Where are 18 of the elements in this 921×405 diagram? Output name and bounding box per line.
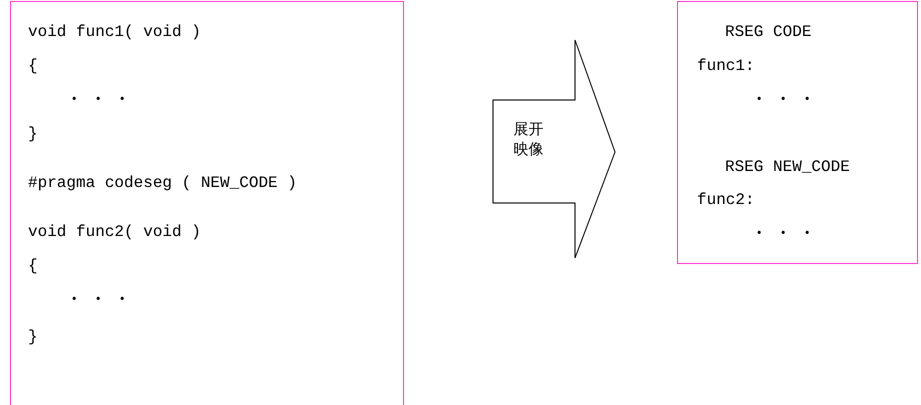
code-line: RSEG CODE	[725, 22, 812, 42]
code-line: {	[28, 56, 38, 76]
code-line: #pragma codeseg ( NEW_CODE )	[28, 173, 297, 193]
code-line: ・・・	[751, 224, 823, 244]
code-line: ・・・	[66, 90, 138, 110]
code-line: }	[28, 124, 38, 144]
arrow-label: 展开映像	[512, 119, 544, 159]
code-line: func1:	[697, 56, 755, 76]
code-panel	[677, 1, 918, 264]
code-line: }	[28, 327, 38, 347]
code-line: RSEG NEW_CODE	[725, 157, 850, 177]
code-line: void func1( void )	[28, 22, 201, 42]
code-line: ・・・	[751, 90, 823, 110]
code-line: ・・・	[66, 290, 138, 310]
code-panel	[10, 1, 404, 405]
code-line: void func2( void )	[28, 222, 201, 242]
code-line: func2:	[697, 190, 755, 210]
code-line: {	[28, 256, 38, 276]
